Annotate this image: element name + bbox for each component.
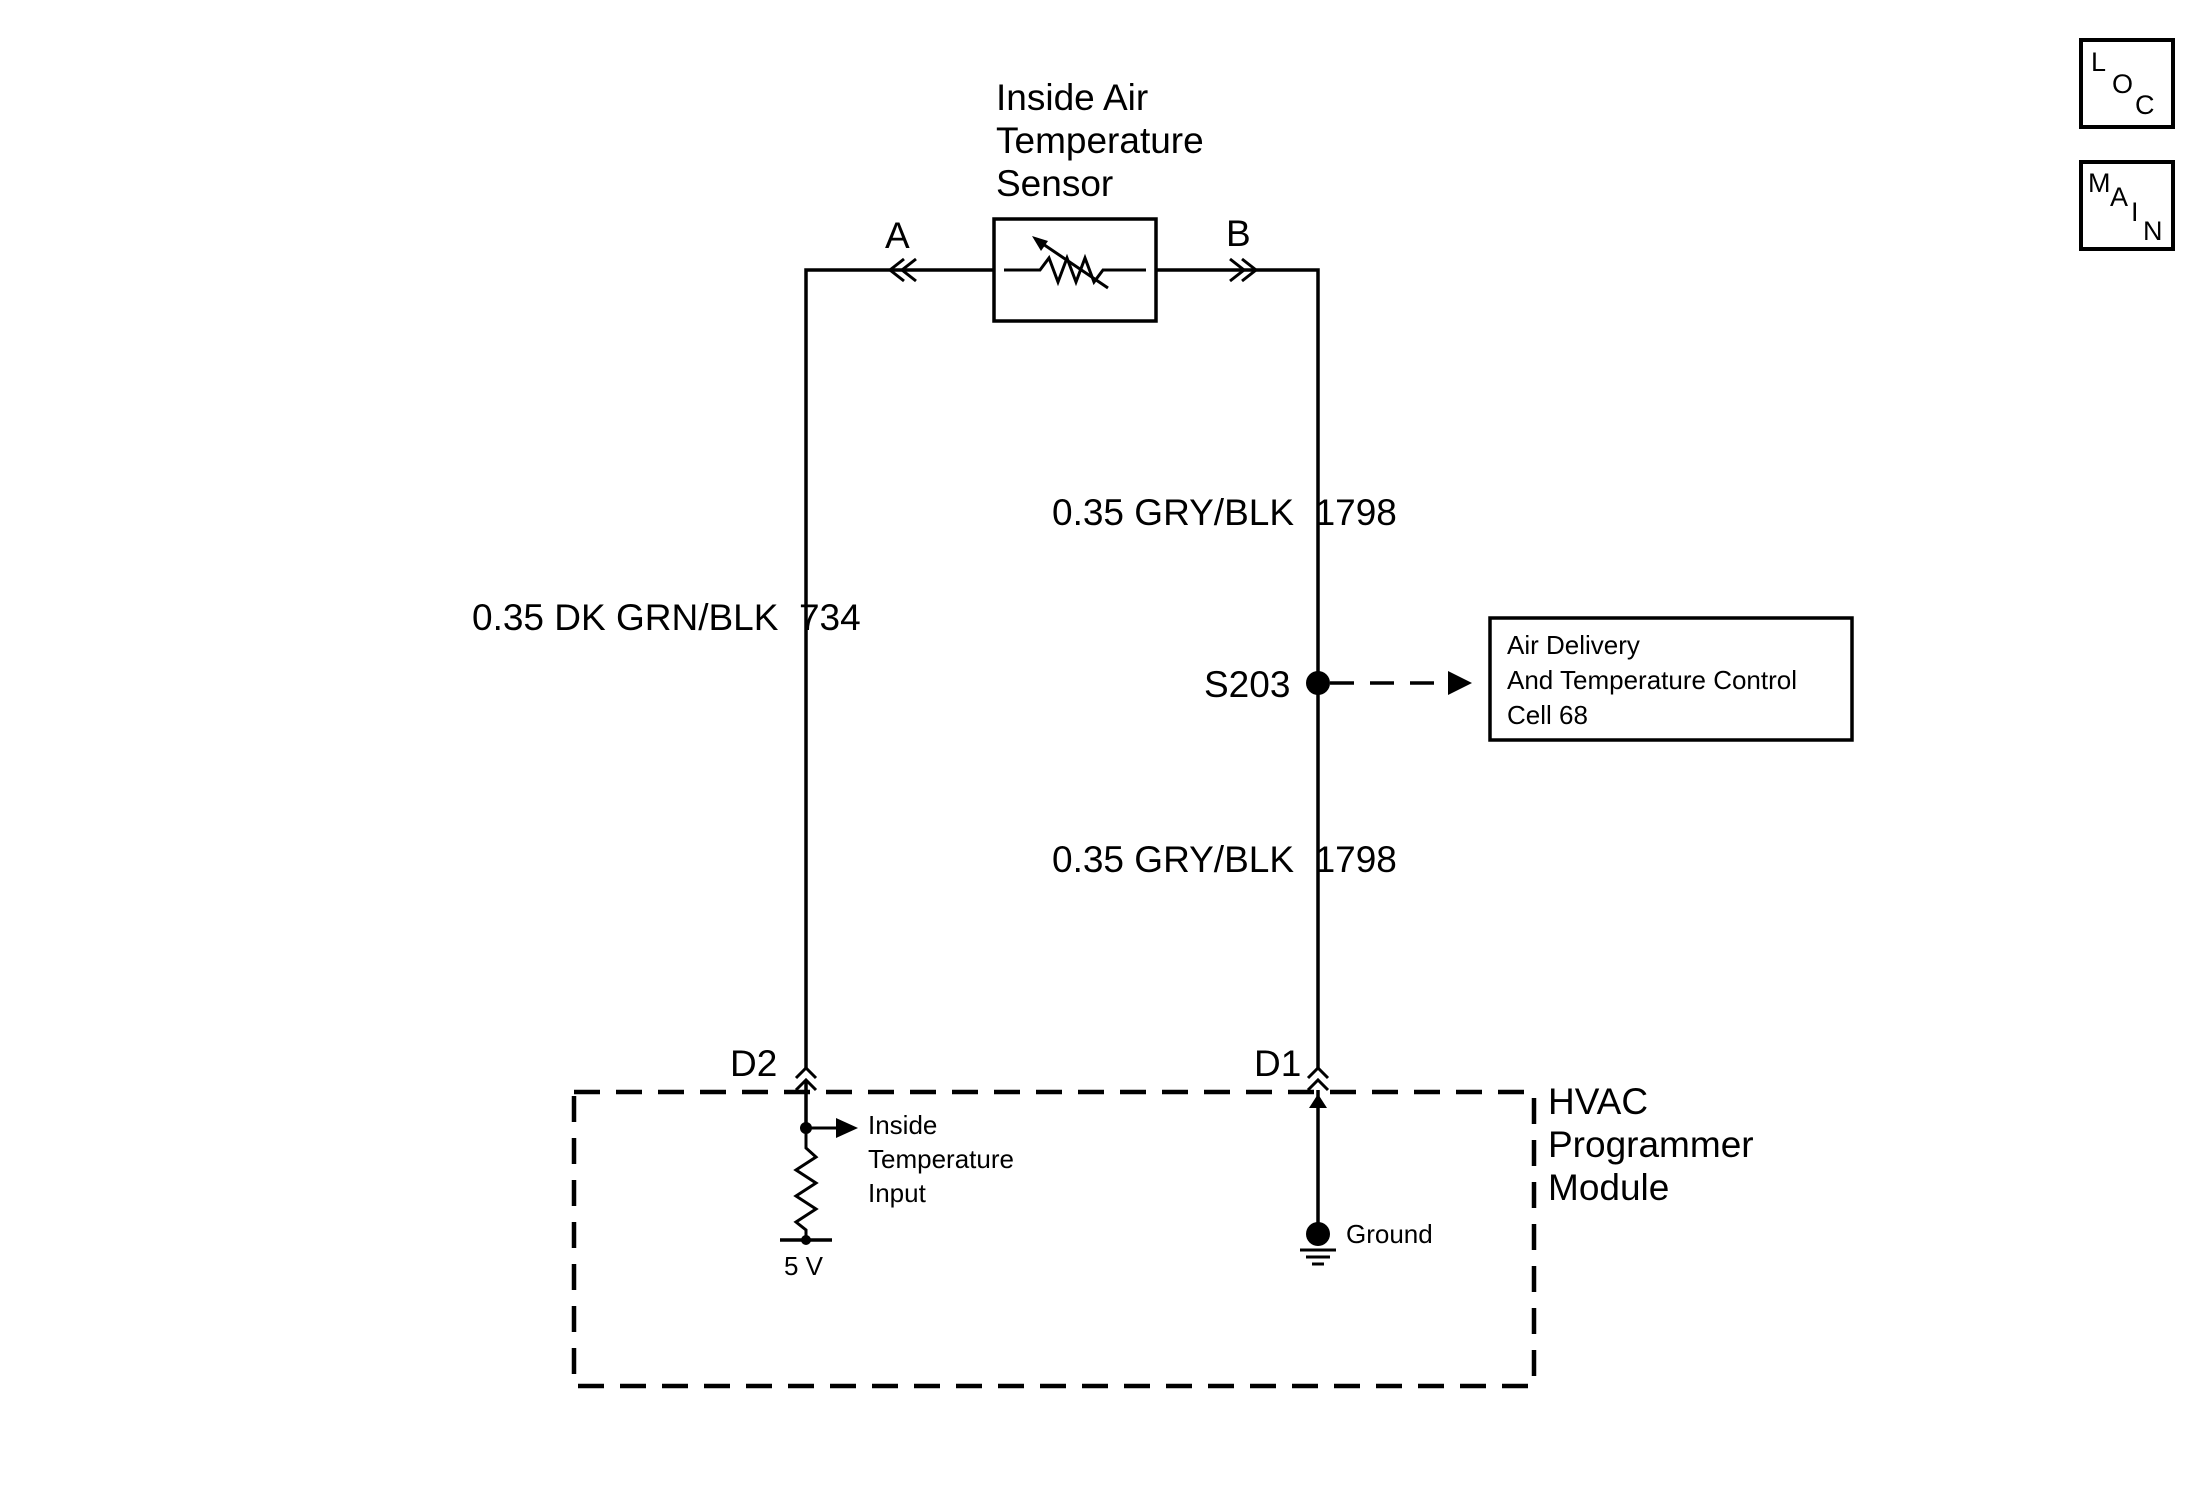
hvac-programmer-module: HVAC Programmer Module D2 Inside Tempera… — [571, 1043, 1754, 1389]
module-title-line-1: HVAC — [1548, 1081, 1648, 1122]
main-button[interactable]: M A I N — [2079, 160, 2175, 251]
pin-d1-label: D1 — [1254, 1043, 1301, 1084]
thermistor-symbol — [1004, 236, 1146, 290]
sensor-title-line-1: Inside Air — [996, 77, 1148, 118]
input-arrow-head — [836, 1118, 858, 1138]
input-label-line-3: Input — [868, 1178, 927, 1208]
supply-dot — [801, 1235, 811, 1245]
module-title-line-3: Module — [1548, 1167, 1669, 1208]
module-title-line-2: Programmer — [1548, 1124, 1754, 1165]
main-letter-i: I — [2131, 197, 2139, 227]
input-label-line-1: Inside — [868, 1110, 937, 1140]
splice-dot — [1306, 671, 1330, 695]
supply-label: 5 V — [784, 1251, 824, 1281]
reference-line-1: Air Delivery — [1507, 630, 1640, 660]
reference-line-3: Cell 68 — [1507, 700, 1588, 730]
pin-d2-label: D2 — [730, 1043, 777, 1084]
ground-icon — [1300, 1248, 1336, 1266]
air-delivery-reference[interactable]: Air Delivery And Temperature Control Cel… — [1488, 616, 1854, 742]
pin-b-label: B — [1226, 213, 1251, 254]
wire-734 — [804, 268, 890, 1068]
splice-arrow-head — [1448, 671, 1472, 695]
wire-1798-upper-label: 0.35 GRY/BLK 1798 — [1052, 492, 1397, 533]
main-button-frame[interactable] — [2079, 160, 2175, 251]
main-letter-m: M — [2088, 168, 2111, 198]
connector-d1-symbol — [1306, 1065, 1330, 1092]
loc-button[interactable]: L O C — [2079, 38, 2175, 129]
ground-dot — [1306, 1222, 1330, 1246]
loc-button-frame[interactable] — [2079, 38, 2175, 129]
wire-734-label: 0.35 DK GRN/BLK 734 — [472, 597, 861, 638]
loc-letter-l: L — [2091, 47, 2106, 77]
ground-label: Ground — [1346, 1219, 1433, 1249]
inside-air-temperature-sensor: Inside Air Temperature Sensor A B — [885, 77, 1259, 323]
loc-letter-c: C — [2135, 90, 2155, 120]
d1-arrow-up — [1309, 1094, 1327, 1108]
pin-a-label: A — [885, 215, 910, 256]
loc-letter-o: O — [2112, 69, 2133, 99]
splice-label: S203 — [1204, 664, 1290, 705]
reference-box[interactable] — [1488, 616, 1854, 742]
module-dashed-border — [571, 1089, 1537, 1389]
wire-1798-lower-label: 0.35 GRY/BLK 1798 — [1052, 839, 1397, 880]
sensor-title-line-3: Sensor — [996, 163, 1113, 204]
reference-line-2: And Temperature Control — [1507, 665, 1797, 695]
input-label-line-2: Temperature — [868, 1144, 1014, 1174]
splice-s203: S203 — [1204, 664, 1472, 705]
pullup-resistor — [793, 1128, 819, 1240]
wire-1798 — [1256, 268, 1320, 1068]
main-letter-n: N — [2143, 216, 2163, 246]
main-letter-a: A — [2110, 182, 2128, 212]
sensor-title-line-2: Temperature — [996, 120, 1204, 161]
